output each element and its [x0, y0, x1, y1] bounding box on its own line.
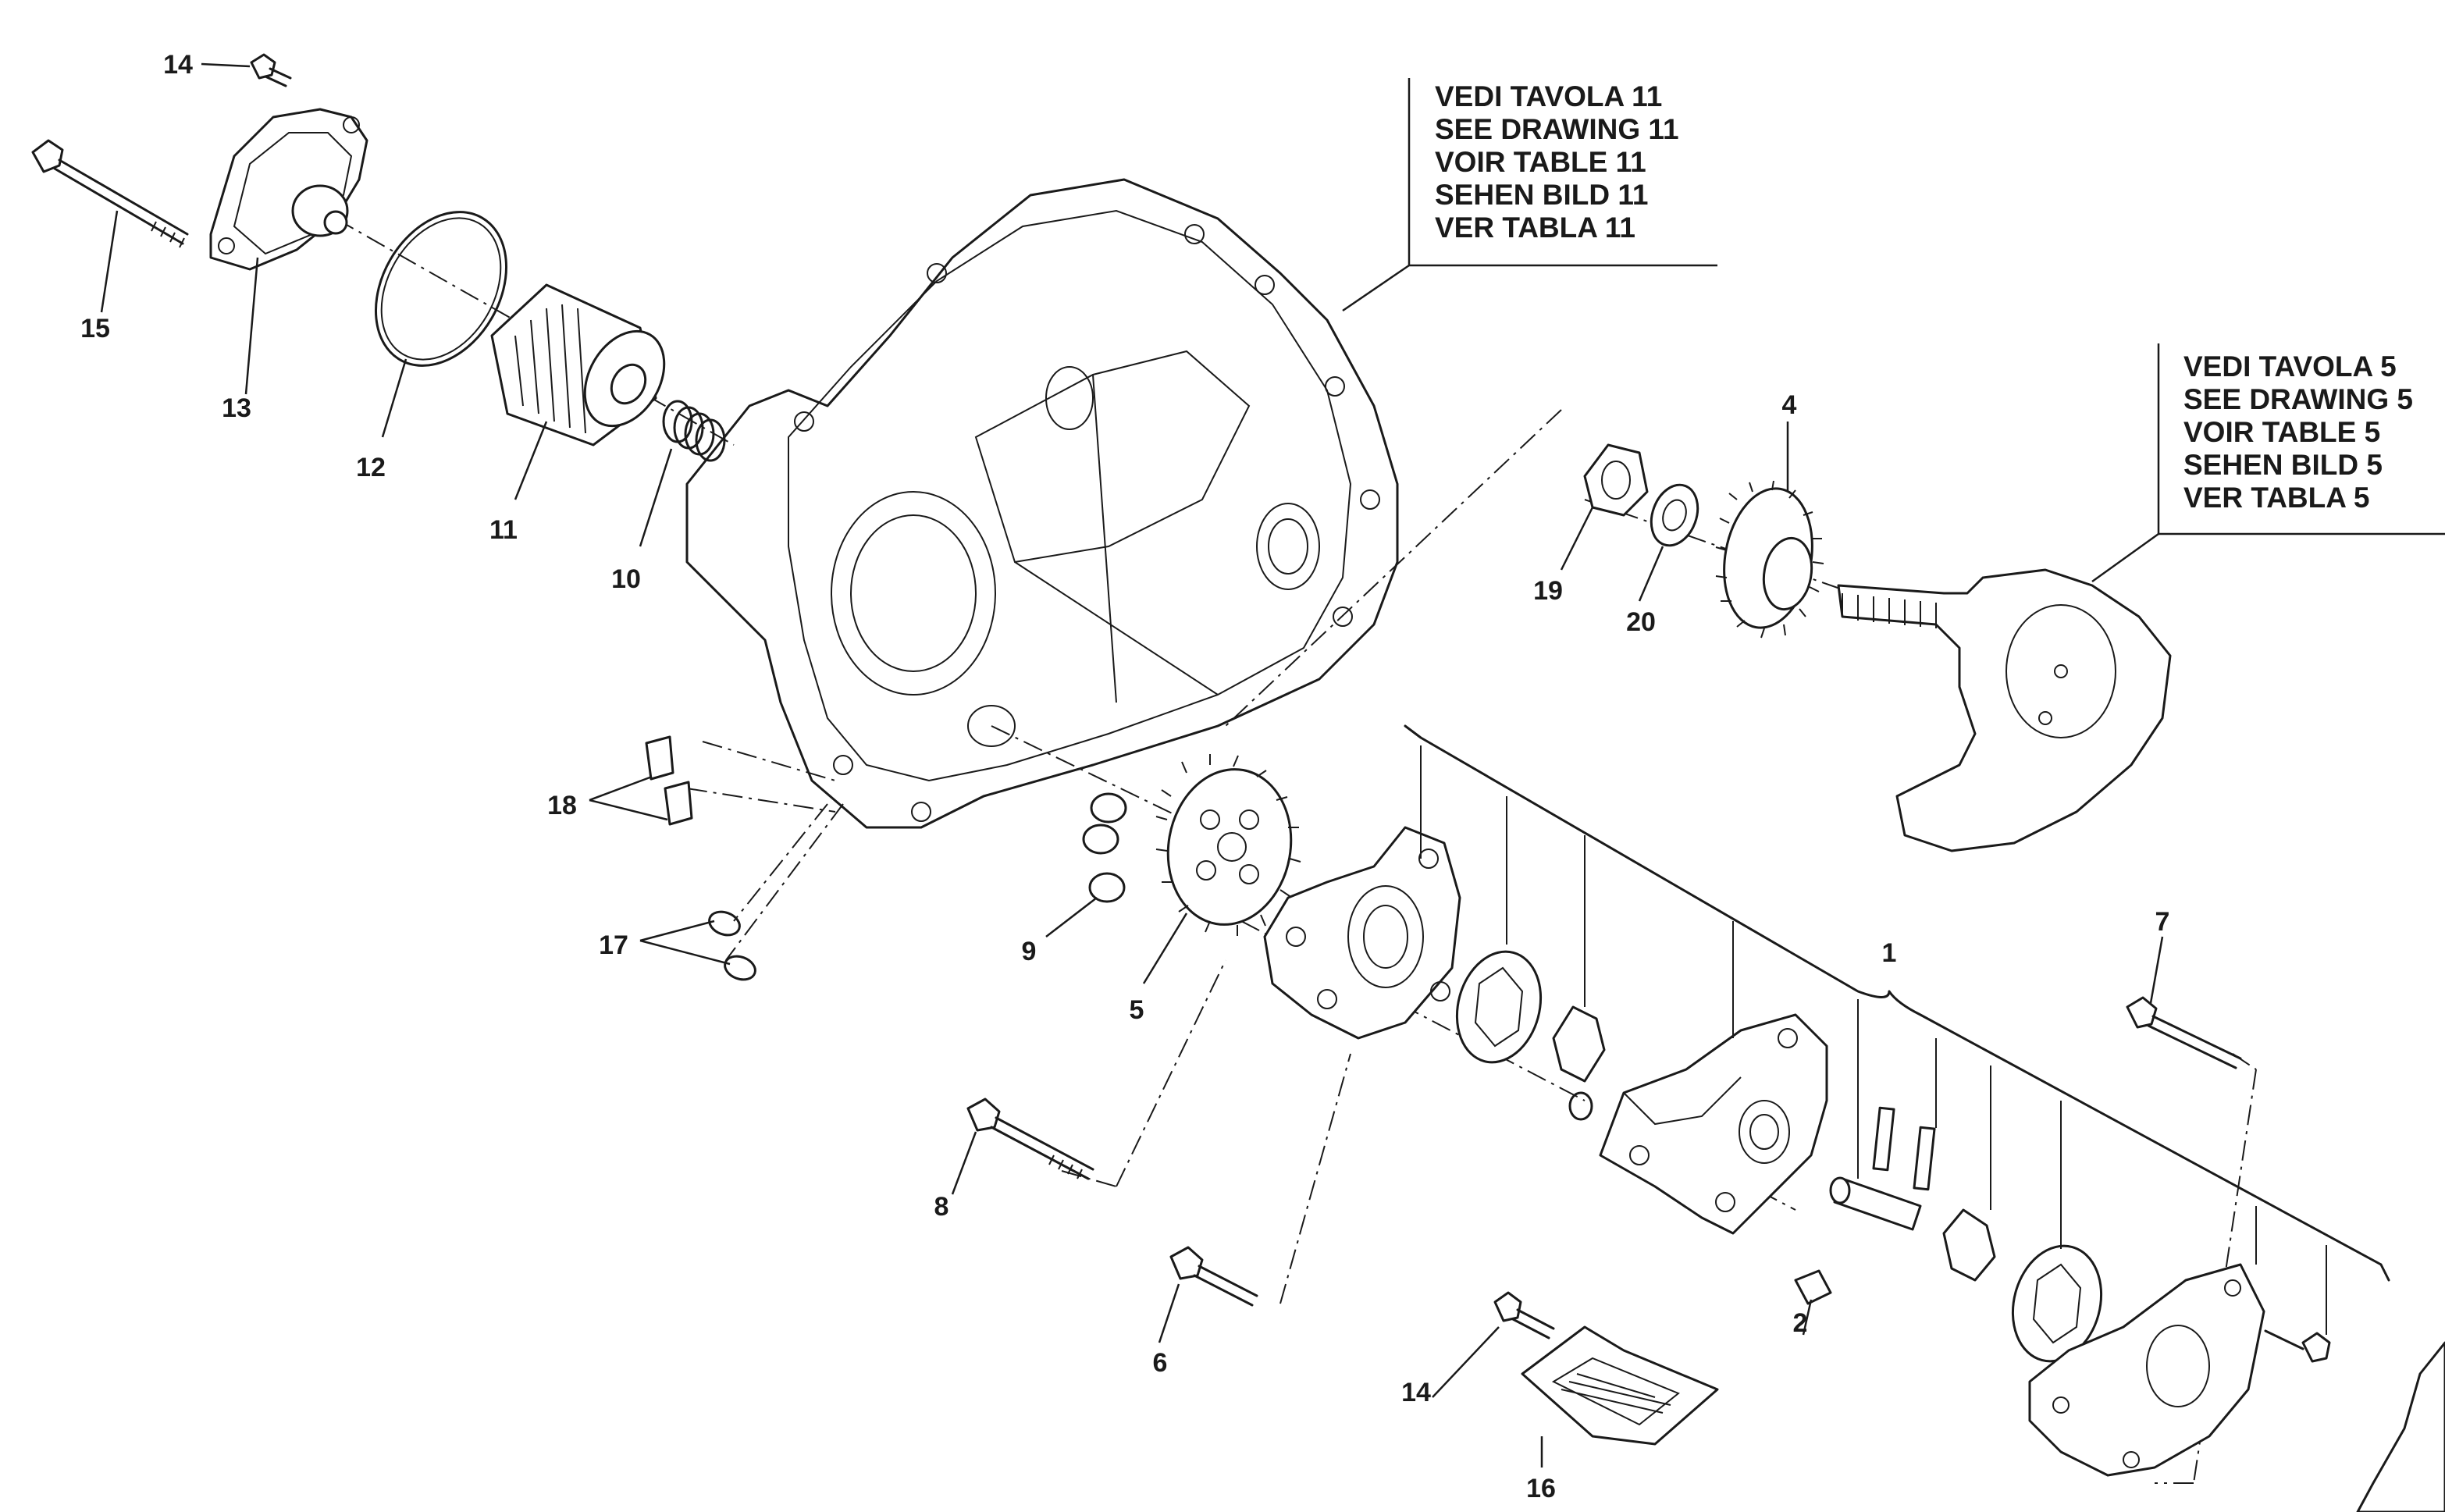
callout-2: 2	[1793, 1308, 1808, 1338]
callout-13: 13	[222, 393, 251, 423]
reference-11-line-1: VEDI TAVOLA 11	[1435, 80, 1662, 112]
reference-5-line-3: VOIR TABLE 5	[2183, 416, 2380, 448]
callout-5: 5	[1130, 995, 1144, 1025]
reference-5-line-2: SEE DRAWING 5	[2183, 383, 2413, 415]
bolt-rear	[2264, 1329, 2331, 1363]
dowels-18	[645, 735, 693, 826]
callout-7: 7	[2155, 907, 2170, 937]
reference-block-drawing-11: VEDI TAVOLA 11 SEE DRAWING 11 VOIR TABLE…	[1342, 78, 1717, 312]
callout-4: 4	[1782, 390, 1797, 420]
callout-9: 9	[1022, 937, 1037, 966]
o-rings-17	[708, 910, 756, 981]
oil-filter-11	[490, 283, 666, 446]
reference-block-drawing-5: VEDI TAVOLA 5 SEE DRAWING 5 VOIR TABLE 5…	[2091, 343, 2445, 583]
callout-1: 1	[1882, 938, 1897, 968]
bolt-8	[966, 1098, 1094, 1180]
callout-19: 19	[1533, 576, 1563, 606]
pins-2	[1794, 1106, 1936, 1305]
reference-5-line-5: VER TABLA 5	[2183, 482, 2369, 514]
reference-11-line-2: SEE DRAWING 11	[1435, 113, 1679, 145]
callout-10: 10	[611, 564, 641, 594]
callout-20: 20	[1626, 607, 1656, 637]
callout-numbers: 1 2 4 5 6 7 8 9 10 11 12 13 14 14 15 16 …	[80, 50, 2169, 1503]
rotor-outer-front	[1455, 950, 1543, 1064]
washer-20	[1650, 483, 1699, 547]
crankshaft	[1837, 568, 2172, 852]
pump-washer	[1568, 1091, 1593, 1121]
filter-cover-13	[209, 108, 368, 271]
callout-17: 17	[599, 930, 628, 960]
gasket-edge	[2356, 1341, 2445, 1512]
crankcase-cover	[685, 178, 1399, 829]
gear-5	[1155, 754, 1301, 936]
pump-shaft	[1829, 1176, 1922, 1231]
pump-front-plate	[1263, 826, 1461, 1040]
callout-14-upper: 14	[163, 50, 193, 80]
gear-4	[1715, 480, 1824, 639]
callout-18: 18	[547, 791, 577, 820]
rotor-inner-rear	[1942, 1208, 1996, 1282]
callout-12: 12	[356, 453, 386, 482]
bolt-14-upper	[250, 53, 292, 87]
reference-11-line-3: VOIR TABLE 11	[1435, 146, 1646, 178]
callout-16: 16	[1526, 1474, 1556, 1503]
callout-14-lower: 14	[1401, 1378, 1431, 1407]
reference-5-line-4: SEHEN BILD 5	[2183, 449, 2383, 481]
seal-9	[1082, 792, 1127, 903]
nut-19	[1583, 443, 1649, 517]
reference-11-line-5: VER TABLA 11	[1435, 212, 1635, 244]
o-ring-12	[374, 211, 508, 367]
assembly-bracket-1	[1404, 724, 2390, 1335]
rotor-inner-front	[1552, 1005, 1606, 1083]
reference-5-line-1: VEDI TAVOLA 5	[2183, 350, 2397, 382]
leader-lines	[100, 62, 2164, 1468]
callout-8: 8	[934, 1192, 949, 1222]
spring-10	[662, 400, 726, 462]
pump-rear-cover	[2028, 1263, 2265, 1477]
bolt-7	[2126, 996, 2242, 1069]
callout-6: 6	[1153, 1348, 1168, 1378]
strainer-16	[1521, 1325, 1719, 1446]
reference-11-line-4: SEHEN BILD 11	[1435, 179, 1648, 211]
rotor-outer-rear	[2011, 1244, 2103, 1363]
bolt-6	[1169, 1246, 1258, 1307]
callout-11: 11	[489, 515, 518, 545]
bolt-15	[31, 139, 189, 248]
pump-main-body	[1599, 1013, 1828, 1235]
bolt-14-lower	[1493, 1291, 1555, 1339]
callout-15: 15	[80, 314, 110, 343]
